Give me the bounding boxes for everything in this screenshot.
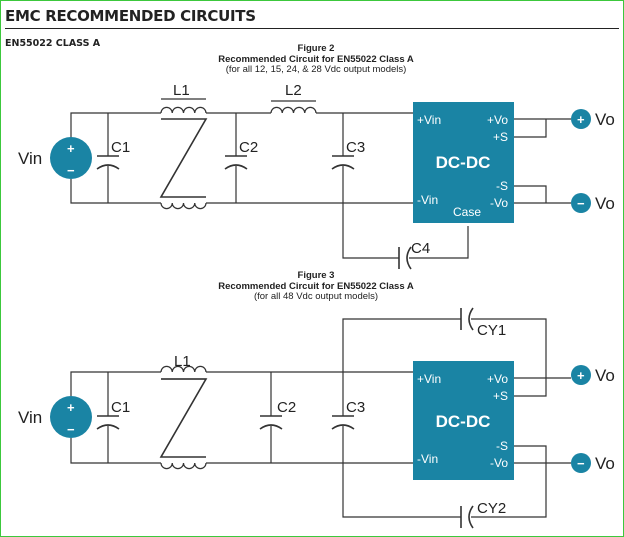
fig3-vin-minus: −	[67, 422, 75, 437]
fig2-c2-plate-curved	[224, 164, 248, 170]
fig2-vo-plus-terminal	[571, 109, 591, 129]
fig2-pin-mvo: -Vo	[490, 196, 508, 210]
fig3-l1-core	[159, 378, 208, 458]
fig2-pin-ms: -S	[496, 179, 508, 193]
fig3-cy2-label: CY2	[477, 500, 506, 517]
fig2-c3-plate-curved	[331, 164, 355, 170]
fig2-pin-ps: +S	[493, 130, 508, 144]
fig3-l1-coil-top	[160, 365, 207, 373]
fig2-c3-label: C3	[346, 139, 365, 156]
fig3-vo-minus-terminal	[571, 453, 591, 473]
fig3-cy1-plate-curved	[468, 307, 474, 331]
fig3-c3-plate-curved	[331, 424, 355, 430]
fig2-l1-coil-top	[160, 106, 207, 114]
fig2-pin-mvin: -Vin	[417, 193, 438, 207]
fig2-c1-label: C1	[111, 139, 130, 156]
fig2-vo-plus-sign: +	[577, 112, 585, 127]
figure3-title: Recommended Circuit for EN55022 Class A	[218, 280, 414, 292]
fig3-module-name: DC-DC	[436, 412, 491, 431]
fig2-l2-coil	[270, 106, 317, 114]
fig3-l1-label: L1	[174, 353, 191, 370]
fig2-c2-label: C2	[239, 139, 258, 156]
fig3-l1-coil-bottom	[160, 462, 207, 470]
fig3-pin-pvin: +Vin	[417, 372, 441, 386]
fig2-vin-minus: −	[67, 163, 75, 178]
fig3-cy1-label: CY1	[477, 322, 506, 339]
section-subtitle: EN55022 CLASS A	[5, 38, 101, 49]
figure2-number: Figure 2	[297, 43, 335, 54]
fig3-pin-pvo: +Vo	[487, 372, 508, 386]
fig3-c1-plate-curved	[96, 424, 120, 430]
page-title: EMC RECOMMENDED CIRCUITS	[5, 7, 619, 29]
figure2-note: (for all 12, 15, 24, & 28 Vdc output mod…	[225, 64, 407, 75]
fig3-vo-plus-label: Vo	[595, 366, 615, 385]
figure3-caption: Figure 3 Recommended Circuit for EN55022…	[1, 270, 623, 303]
fig2-l2-label: L2	[285, 82, 302, 99]
fig3-dcdc-module	[413, 361, 514, 480]
fig3-vin-label: Vin	[18, 408, 42, 427]
fig2-dcdc-module	[413, 102, 514, 223]
fig2-vin-source	[50, 137, 92, 179]
fig3-c2-label: C2	[277, 399, 296, 416]
fig3-vin-source	[50, 396, 92, 438]
fig3-c2-plate-curved	[259, 424, 283, 430]
fig2-c4-plate-curved	[406, 246, 412, 270]
fig2-pin-pvo: +Vo	[487, 113, 508, 127]
figure2-circuit: + − Vin C1 L1 L2 C2 C3 C4 +Vin -Vin +Vo …	[18, 82, 615, 270]
fig3-vin-plus: +	[67, 400, 75, 415]
fig2-l1-core	[159, 118, 208, 198]
figure3-note: (for all 48 Vdc output models)	[253, 291, 379, 302]
fig2-vin-plus: +	[67, 141, 75, 156]
fig2-vo-minus-label: Vo	[595, 194, 615, 213]
fig3-vo-minus-sign: −	[577, 456, 585, 471]
fig2-vo-plus-label: Vo	[595, 110, 615, 129]
fig3-top-rail	[70, 371, 413, 464]
fig2-module-name: DC-DC	[436, 153, 491, 172]
fig3-pin-ms: -S	[496, 439, 508, 453]
figure3-number: Figure 3	[297, 270, 335, 281]
fig3-c3-label: C3	[346, 399, 365, 416]
fig2-l1-coil-bottom	[160, 202, 207, 210]
fig2-vin-label: Vin	[18, 149, 42, 168]
fig2-c4-label: C4	[411, 240, 430, 257]
figure2-caption: Figure 2 Recommended Circuit for EN55022…	[1, 43, 623, 76]
fig2-pin-case: Case	[453, 205, 481, 219]
fig2-c4-leads	[342, 203, 469, 259]
fig3-vo-plus-sign: +	[577, 368, 585, 383]
fig3-cy1-leads	[342, 318, 547, 378]
fig3-pin-mvo: -Vo	[490, 456, 508, 470]
fig3-cy2-plate-curved	[468, 505, 474, 529]
fig3-vo-plus-terminal	[571, 365, 591, 385]
fig3-c1-label: C1	[111, 399, 130, 416]
fig2-c1-plate-curved	[96, 164, 120, 170]
fig2-vo-minus-sign: −	[577, 196, 585, 211]
fig3-pin-mvin: -Vin	[417, 452, 438, 466]
fig3-cy2-leads	[342, 463, 547, 518]
fig3-pin-ps: +S	[493, 389, 508, 403]
fig2-vo-minus-terminal	[571, 193, 591, 213]
fig2-l1-label: L1	[173, 82, 190, 99]
fig2-top-rail	[70, 112, 413, 204]
fig2-output-wires	[514, 118, 571, 204]
fig3-vo-minus-label: Vo	[595, 454, 615, 473]
fig3-output-wires	[514, 377, 571, 464]
figure2-title: Recommended Circuit for EN55022 Class A	[218, 53, 414, 65]
fig2-pin-pvin: +Vin	[417, 113, 441, 127]
